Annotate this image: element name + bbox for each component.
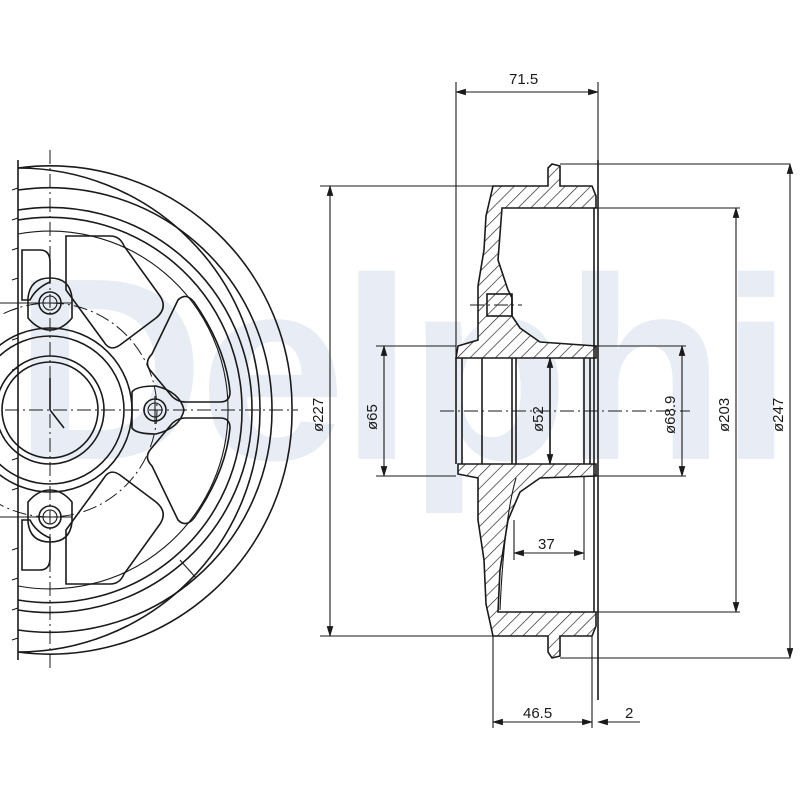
label-inner-depth: 37 bbox=[538, 536, 555, 553]
label-braking-surface-diameter: ø203 bbox=[716, 398, 733, 432]
section-upper bbox=[455, 163, 597, 359]
label-hub-diameter: ø68.9 bbox=[662, 396, 679, 434]
spoke-window bbox=[65, 235, 164, 349]
outer-ring bbox=[17, 167, 261, 653]
label-flange-offset: 2 bbox=[625, 705, 633, 722]
label-bore-diameter: ø52 bbox=[530, 406, 547, 432]
label-pilot-diameter: ø65 bbox=[364, 404, 381, 430]
label-overall-width: 71.5 bbox=[509, 71, 538, 88]
watermark-logo: Delphi bbox=[13, 225, 793, 515]
spoke-window bbox=[65, 471, 164, 585]
label-bolt-circle-diameter: ø227 bbox=[310, 398, 327, 432]
label-drum-depth: 46.5 bbox=[523, 705, 552, 722]
dimension-labels: 71.5 ø227 ø65 ø52 ø68.9 ø203 ø247 37 46.… bbox=[310, 71, 787, 722]
section-view bbox=[320, 82, 794, 728]
label-outer-diameter: ø247 bbox=[770, 398, 787, 432]
front-view bbox=[0, 150, 298, 670]
section-lower bbox=[457, 463, 597, 659]
